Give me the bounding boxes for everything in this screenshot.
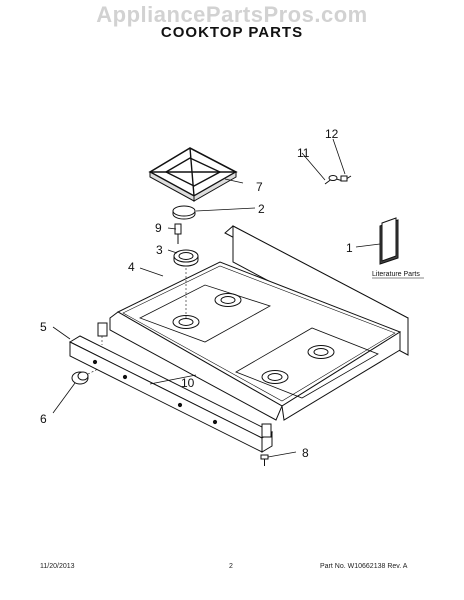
burner-icon: [307, 345, 335, 359]
burner-icon: [214, 293, 242, 307]
callout-11: 11: [297, 146, 310, 160]
callout-1: 1: [346, 241, 353, 255]
footer-part-number: Part No. W10662138 Rev. A: [320, 563, 408, 570]
callout-12: 12: [325, 127, 339, 141]
burner-cap-icon: [172, 205, 196, 220]
callout-3: 3: [156, 243, 163, 257]
cooktop-panel: [109, 225, 409, 421]
wire-connector-icon: [324, 175, 352, 185]
electrode-icon: [174, 223, 182, 244]
page-title: COOKTOP PARTS: [160, 24, 304, 41]
callout-9: 9: [155, 221, 162, 235]
callout-10: 10: [181, 376, 195, 390]
burner-icon: [261, 370, 289, 384]
literature-parts-label: Literature Parts: [372, 271, 420, 278]
bracket-icon: [261, 423, 272, 438]
callout-8: 8: [302, 446, 309, 460]
callout-4: 4: [128, 260, 135, 274]
burner-base-icon: [173, 249, 199, 267]
leader-lines: [52, 138, 381, 458]
callout-7: 7: [256, 180, 263, 194]
burner-icon: [172, 315, 200, 329]
callout-2: 2: [258, 202, 265, 216]
footer-page-number: 2: [229, 563, 233, 570]
callout-5: 5: [40, 320, 47, 334]
callout-6: 6: [40, 412, 47, 426]
footer-date: 11/20/2013: [40, 563, 75, 570]
knob-icon: [71, 368, 99, 385]
watermark: AppliancePartsPros.com: [96, 2, 368, 27]
grate-icon: [148, 147, 238, 202]
bracket-icon: [97, 322, 108, 345]
screw-icon: [260, 454, 269, 466]
literature-booklet-icon: [379, 217, 399, 265]
